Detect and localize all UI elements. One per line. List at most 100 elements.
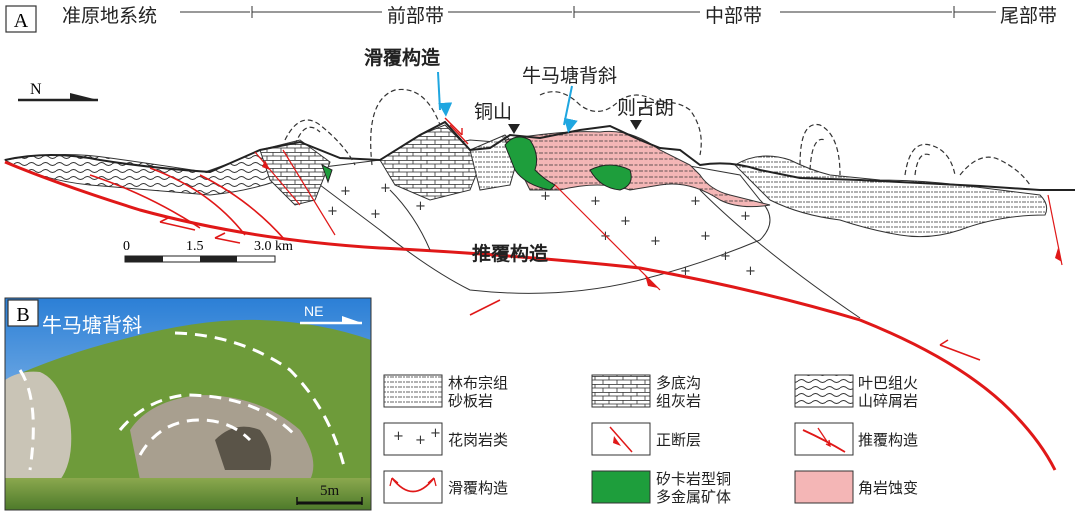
- eroded-fold-traces: [284, 88, 1031, 186]
- granite-contacts: [389, 189, 861, 319]
- legend-item-limestone: 多底沟 组灰岩: [591, 374, 701, 410]
- legend-item-slide: 滑覆构造: [383, 470, 508, 504]
- svg-text:组灰岩: 组灰岩: [656, 392, 701, 410]
- svg-text:+: +: [370, 207, 381, 222]
- panel-b-photo: B 牛马塘背斜 NE 5m: [4, 297, 372, 511]
- skarn-orebody-tongshan: [504, 136, 556, 191]
- svg-text:+: +: [340, 184, 351, 199]
- anticline-pointer-arrow: [563, 85, 578, 133]
- svg-text:林布宗组: 林布宗组: [448, 374, 508, 392]
- slide-arrows: [444, 117, 469, 145]
- svg-text:+: +: [650, 234, 661, 249]
- zegulang-label: 则古朗: [617, 97, 674, 119]
- panel-a-letter: A: [14, 10, 29, 32]
- svg-text:角岩蚀变: 角岩蚀变: [858, 479, 918, 497]
- svg-text:+: +: [590, 194, 601, 209]
- panel-b-letter: B: [16, 304, 29, 326]
- north-label: N: [30, 81, 42, 98]
- zone-label-autochthon: 准原地系统: [62, 5, 157, 27]
- zone-header: 准原地系统 前部带 中部带 尾部带: [62, 5, 1057, 27]
- svg-text:+: +: [540, 189, 551, 204]
- legend-item-thrust: 推覆构造: [794, 422, 918, 456]
- thrust-arrows: [159, 216, 981, 361]
- scale-tick-2: 3.0 km: [254, 239, 293, 254]
- legend-item-skarn: 矽卡岩型铜 多金属矿体: [591, 470, 731, 506]
- north-arrow-icon: [70, 93, 98, 100]
- skarn-orebody-west: [321, 163, 333, 184]
- tongshan-label: 铜山: [474, 101, 512, 123]
- legend-swatch-volcaniclastic: [794, 374, 854, 408]
- zegulang-marker-icon: [630, 120, 642, 130]
- slide-structure-label: 滑覆构造: [364, 46, 441, 69]
- photo-rock-left: [5, 371, 72, 480]
- legend-swatch-thrust: [794, 422, 854, 456]
- ne-arrow: NE: [300, 303, 362, 325]
- normal-faults: [254, 149, 1063, 291]
- legend-item-granite: + + + 花岗岩类: [383, 422, 508, 456]
- north-arrow: N: [18, 81, 98, 102]
- svg-text:+: +: [600, 229, 611, 244]
- scale-bar-b: 5m: [296, 483, 363, 505]
- svg-text:+: +: [720, 249, 731, 264]
- thrust-structure-label: 推覆构造: [472, 242, 549, 265]
- legend-item-hornfels: 角岩蚀变: [794, 470, 918, 504]
- photo-fold-traces: [18, 331, 347, 471]
- svg-text:矽卡岩型铜: 矽卡岩型铜: [656, 470, 731, 488]
- duodigou-limestone-left: [259, 139, 331, 206]
- svg-text:推覆构造: 推覆构造: [858, 431, 918, 449]
- imbricate-thrusts: [89, 167, 286, 241]
- svg-text:叶巴组火: 叶巴组火: [858, 374, 918, 392]
- svg-text:+: +: [415, 433, 426, 448]
- normal-fault-arrows: [262, 160, 1062, 288]
- photo-meadow: [5, 478, 371, 510]
- legend: 林布宗组 砂板岩 多底沟 组灰岩 叶巴组火 山碎屑岩 + + + 花岗岩类 正断…: [383, 374, 918, 506]
- svg-text:滑覆构造: 滑覆构造: [448, 479, 508, 497]
- svg-text:花岗岩类: 花岗岩类: [448, 431, 508, 449]
- scale-tick-1: 1.5: [186, 239, 204, 254]
- topographic-surface: [4, 120, 1075, 191]
- svg-text:+: +: [327, 204, 338, 219]
- zone-label-front: 前部带: [387, 5, 444, 27]
- legend-item-normal-fault: 正断层: [591, 422, 701, 456]
- legend-swatch-slide: [383, 470, 443, 504]
- svg-text:+: +: [620, 214, 631, 229]
- yeba-volcaniclastic-left: [3, 149, 301, 196]
- legend-item-volcaniclastic: 叶巴组火 山碎屑岩: [794, 374, 918, 410]
- legend-swatch-limestone: [591, 374, 651, 408]
- svg-text:+: +: [415, 199, 426, 214]
- legend-swatch-granite: [383, 422, 443, 456]
- tongshan-marker-icon: [508, 124, 520, 134]
- panel-a-letter-box: [5, 5, 37, 33]
- zone-label-tail: 尾部带: [1000, 5, 1057, 27]
- svg-text:砂板岩: 砂板岩: [448, 392, 493, 410]
- legend-swatch-skarn: [591, 470, 651, 504]
- granite-plus-marks: +++ +++ +++ +++ +++ +++: [327, 167, 756, 279]
- linbuzong-sandslate-right: [734, 155, 1048, 238]
- scale-bar-a: 0 1.5 3.0 km: [123, 239, 293, 263]
- svg-text:多底沟: 多底沟: [656, 374, 701, 392]
- ne-arrow-icon: [342, 316, 362, 323]
- main-thrust-fault: [4, 160, 1057, 471]
- svg-text:+: +: [745, 264, 756, 279]
- ne-label: NE: [304, 303, 323, 319]
- svg-text:正断层: 正断层: [656, 431, 701, 449]
- zone-label-middle: 中部带: [705, 5, 762, 27]
- skarn-orebody-east: [589, 164, 632, 191]
- panel-a: A 准原地系统 前部带 中部带 尾部带 N +++: [3, 5, 1075, 471]
- panel-b-letter-box: [7, 299, 39, 327]
- photo-cave: [215, 426, 272, 470]
- svg-text:山碎屑岩: 山碎屑岩: [858, 392, 918, 410]
- svg-text:+: +: [690, 194, 701, 209]
- photo-title: 牛马塘背斜: [42, 313, 142, 337]
- slide-pointer-arrow: [437, 71, 453, 117]
- scale-tick-0: 0: [123, 239, 130, 254]
- cross-section: +++ +++ +++ +++ +++ +++: [3, 88, 1075, 471]
- svg-text:+: +: [680, 264, 691, 279]
- svg-text:+: +: [393, 429, 404, 444]
- anticline-label: 牛马塘背斜: [522, 65, 617, 87]
- hornfels-alteration: [504, 130, 771, 208]
- svg-text:多金属矿体: 多金属矿体: [656, 488, 731, 506]
- svg-text:+: +: [430, 426, 441, 441]
- svg-text:+: +: [740, 209, 751, 224]
- legend-item-sandslate: 林布宗组 砂板岩: [383, 374, 508, 410]
